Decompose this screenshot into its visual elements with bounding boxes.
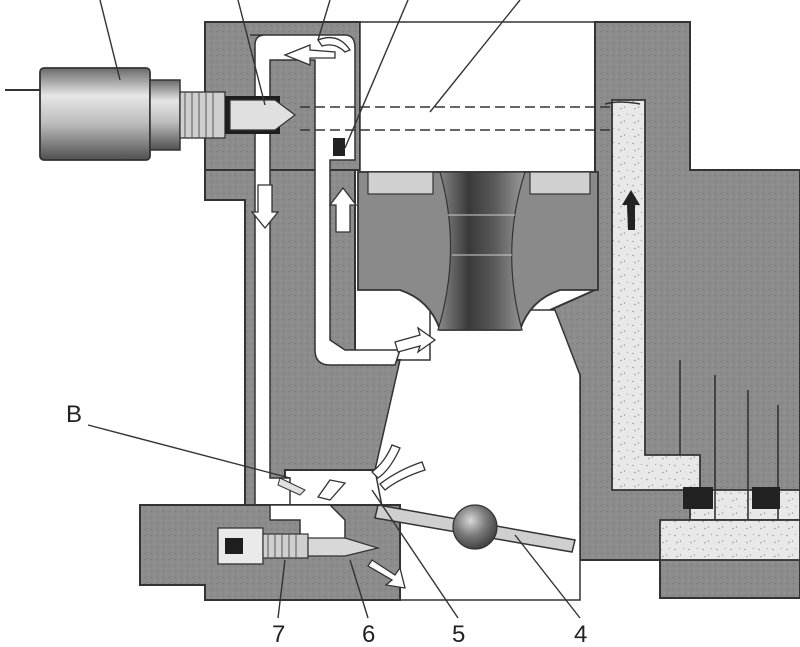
idle-fuel-jet-assembly — [5, 67, 296, 161]
float-rods — [679, 360, 779, 520]
jet-insert — [333, 138, 345, 156]
seal-right — [752, 487, 780, 509]
label-7: 7 — [272, 621, 285, 647]
label-4: 4 — [574, 621, 587, 647]
float-flow-arrow — [622, 190, 640, 230]
air-fuel-channels — [250, 34, 402, 506]
label-6: 6 — [362, 621, 375, 647]
venturi-block — [357, 171, 599, 331]
label-5: 5 — [452, 621, 465, 647]
throttle-valve — [374, 504, 576, 553]
label-b: B — [66, 401, 82, 428]
idle-jet-arrow — [277, 477, 306, 496]
leader-lines — [87, 0, 581, 619]
fuel-well-tube — [611, 99, 800, 521]
mixing-chamber — [359, 21, 596, 173]
throttle-bore — [374, 309, 581, 601]
float-chamber-base — [659, 519, 800, 561]
flow-arrows — [250, 36, 437, 589]
seal-left — [683, 487, 713, 509]
idle-mixture-screw-assembly — [139, 504, 401, 601]
